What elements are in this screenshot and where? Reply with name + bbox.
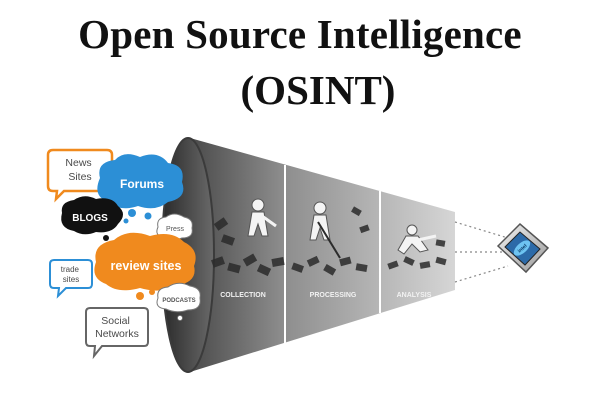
bubble-review-sites: review sites (94, 232, 196, 300)
social-networks-line2: Networks (95, 328, 139, 340)
title-line-2: (OSINT) (240, 67, 396, 113)
forums-label: Forums (120, 177, 164, 191)
worker-icon-collection (247, 198, 277, 237)
worker-icon-analysis (397, 224, 437, 255)
trade-sites-line2: sites (63, 275, 79, 284)
social-networks-line1: Social (101, 315, 130, 327)
trade-sites-line1: trade (61, 265, 80, 274)
funnel-body (190, 138, 455, 372)
blogs-label: BLOGS (72, 213, 108, 224)
connector-dot (149, 289, 155, 295)
bubble-social-networks: Social Networks (85, 307, 149, 360)
stage-label-collection: COLLECTION (220, 292, 266, 299)
worker-icon-processing (309, 201, 341, 259)
svg-text:News Sites: News Sites (65, 157, 94, 183)
output-label: intel (517, 243, 529, 255)
title-line-1: Open Source Intelligence (78, 11, 522, 57)
bubble-blogs: BLOGS (61, 196, 123, 241)
podcasts-label: PODCASTS (162, 298, 195, 304)
svg-text:trade sites: trade sites (61, 265, 81, 284)
news-sites-line1: News (65, 157, 91, 169)
output-rays (454, 221, 509, 283)
output-device-icon: intel (496, 222, 550, 274)
review-sites-label: review sites (111, 259, 182, 273)
connector-dot (144, 212, 152, 220)
bubble-podcasts: PODCASTS (156, 282, 201, 321)
press-label: Press (166, 226, 184, 233)
bubble-news-sites: News Sites (46, 148, 114, 203)
document-stream (210, 206, 447, 277)
news-sites-line2: Sites (68, 171, 91, 183)
svg-text:Social Networks: Social Networks (95, 315, 139, 340)
bubble-forums: Forums (97, 154, 184, 224)
stage-label-analysis: ANALYSIS (397, 292, 432, 299)
stage-label-processing: PROCESSING (310, 292, 357, 299)
bubble-trade-sites: trade sites (49, 259, 93, 299)
